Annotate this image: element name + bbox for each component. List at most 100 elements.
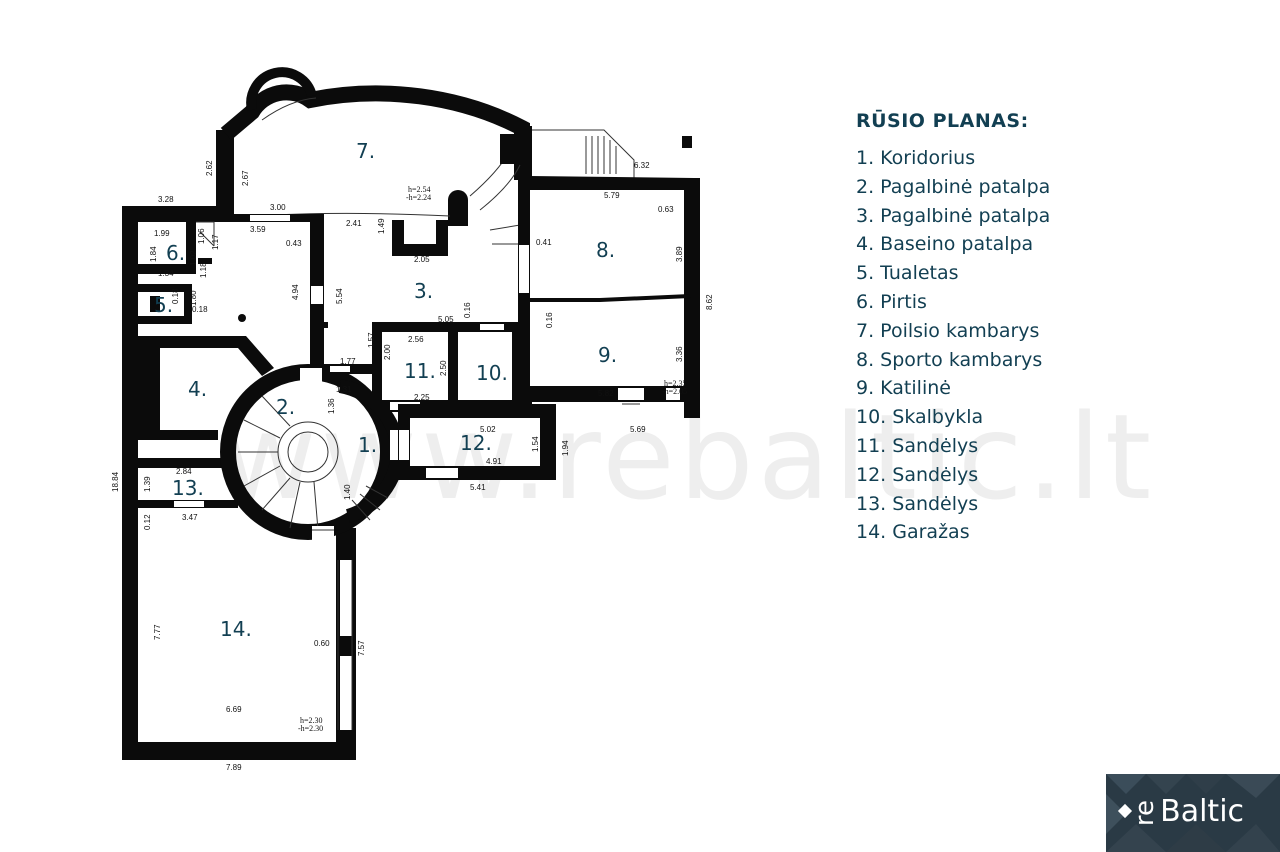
- dim-label: 6.69: [226, 705, 242, 714]
- room12-left-opening: [399, 430, 409, 460]
- wall-room12-top: [400, 404, 556, 418]
- corridor-steps: [351, 485, 389, 521]
- dim-label: 18.84: [111, 471, 120, 492]
- legend-item: 1. Koridorius: [856, 147, 976, 169]
- dim-label: 2.67: [241, 170, 250, 186]
- wall-corridor-top: [324, 364, 380, 374]
- wall-room10-right: [512, 322, 522, 406]
- dim-label: 5.82: [598, 389, 614, 398]
- legend-title: RŪSIO PLANAS:: [856, 110, 1029, 132]
- dim-label: 1.80: [189, 290, 198, 306]
- dim-label: 2.25: [414, 393, 430, 402]
- dim-label: 4.94: [291, 284, 300, 300]
- room-label-3: 3.: [414, 279, 433, 303]
- room12-door: [426, 468, 458, 478]
- dim-label: 7.57: [357, 640, 366, 656]
- dim-label: 1.49: [377, 218, 386, 234]
- dim-label: 0.43: [286, 239, 302, 248]
- dim-label: 0.41: [536, 238, 552, 247]
- room3-door: [311, 286, 323, 304]
- dim-label: 7.77: [153, 624, 162, 640]
- legend-item: 8. Sporto kambarys: [856, 348, 1043, 371]
- room-label-4: 4.: [188, 377, 207, 401]
- column-room7: [448, 190, 468, 226]
- legend-item: 14. Garažas: [856, 521, 970, 544]
- wall-room5-top: [138, 284, 192, 292]
- wall-room13-top: [138, 458, 232, 468]
- dim-label: 5.54: [335, 288, 344, 304]
- legend-item: 4. Baseino patalpa: [856, 233, 1034, 256]
- tower-bottom-door: [312, 526, 334, 540]
- room-label-1: 1.: [358, 433, 377, 457]
- wall-room5-right: [184, 284, 192, 324]
- spiral-steps: [238, 395, 319, 531]
- room-label-11: 11.: [404, 359, 436, 383]
- room-label-2: 2.: [276, 395, 295, 419]
- wall-room7-arc: [220, 84, 530, 180]
- stairs-room7: [469, 149, 521, 245]
- room7-door: [250, 215, 290, 221]
- detached-post: [682, 136, 692, 148]
- stair-core-outer: [277, 421, 339, 483]
- room8-left-opening: [519, 245, 529, 293]
- dim-label: 1.39: [143, 476, 152, 492]
- legend-item: 13. Sandėlys: [856, 492, 979, 515]
- room-label-7: 7.: [356, 139, 375, 163]
- toilet-fixture: [150, 296, 160, 312]
- sauna-door-swing: [196, 221, 215, 247]
- dimension-labels: 3.28 2.62 2.67 3.00 3.59 1.99 1.84 1.34 …: [111, 160, 714, 772]
- dim-label: 3.89: [675, 246, 684, 262]
- room-label-12: 12.: [460, 431, 492, 455]
- stair-core-inner: [287, 431, 329, 473]
- dim-label: 1.17: [211, 234, 220, 250]
- room-label-8: 8.: [596, 238, 615, 262]
- room-label-13: 13.: [172, 476, 204, 500]
- height-label: -h=2.05: [662, 387, 687, 396]
- legend-item: 12. Sandėlys: [856, 463, 979, 486]
- chimney-right: [436, 220, 448, 256]
- room-label-9: 9.: [598, 343, 617, 367]
- dim-label: 2.50: [439, 360, 448, 376]
- wall-room12-right: [540, 404, 556, 480]
- outer-stairs-outline: [530, 129, 635, 178]
- legend-item: 11. Sandėlys: [856, 434, 979, 457]
- dim-label: 0.18: [192, 305, 208, 314]
- room9-door: [618, 388, 644, 400]
- dim-label: 0.16: [545, 312, 554, 328]
- wall-top-left: [122, 206, 230, 222]
- dim-label: 1.54: [531, 436, 540, 452]
- wall-bottom: [122, 742, 356, 760]
- dim-label: 1.02: [189, 250, 198, 266]
- dim-label: 2.62: [205, 160, 214, 176]
- sauna-step: [198, 258, 212, 264]
- corridor-door: [330, 366, 350, 372]
- height-label: h=2.30: [300, 716, 323, 725]
- wall-room8-9-divider: [530, 294, 691, 302]
- floor-drain: [238, 314, 246, 322]
- room9-window: [666, 388, 680, 400]
- wall-room8-right: [684, 178, 700, 418]
- dim-label: 3.36: [675, 346, 684, 362]
- room-label-6: 6.: [166, 241, 185, 265]
- dim-label: 2.56: [408, 335, 424, 344]
- dim-label: 1.77: [340, 357, 356, 366]
- height-label: h=2.54: [408, 185, 431, 194]
- dim-label: 5.05: [438, 315, 454, 324]
- dim-label: 3.59: [250, 225, 266, 234]
- legend-item: 2. Pagalbinė patalpa: [856, 175, 1051, 198]
- legend-item: 7. Poilsio kambarys: [856, 319, 1040, 342]
- dim-label: 5.69: [630, 425, 646, 434]
- bay-window: [246, 67, 317, 112]
- wall-left-outer: [122, 208, 138, 760]
- height-label: -h=2.30: [298, 724, 323, 733]
- dim-label: 0.63: [658, 205, 674, 214]
- dim-label: 1.31: [336, 385, 352, 394]
- dim-label: 5.41: [470, 483, 486, 492]
- wall-room8-topleft: [522, 126, 532, 190]
- outer-stairs-steps: [585, 136, 617, 174]
- wall-room11-10-divider: [448, 322, 458, 406]
- logo-text: reBaltic: [1126, 794, 1244, 829]
- dim-label: 3.28: [158, 195, 174, 204]
- dim-label: 1.99: [154, 229, 170, 238]
